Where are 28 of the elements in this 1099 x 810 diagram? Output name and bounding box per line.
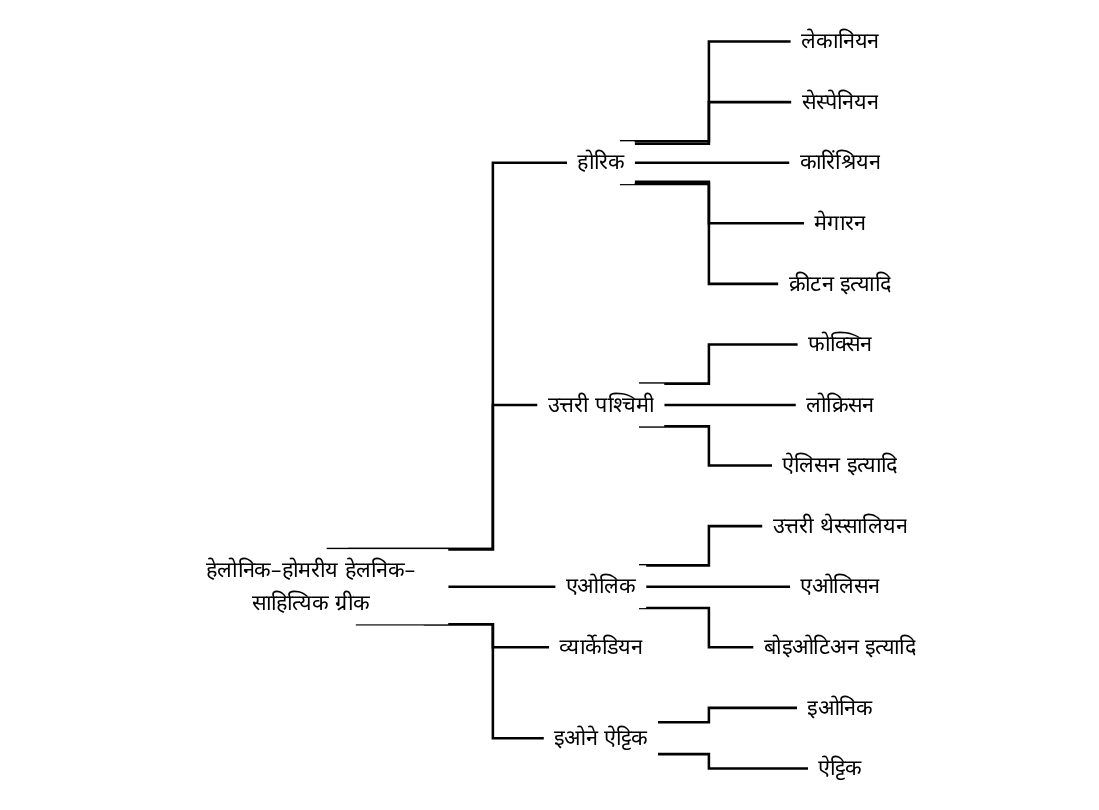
connector — [646, 585, 792, 588]
node-text: सेस्पेनियन — [801, 88, 879, 114]
connector — [634, 180, 806, 225]
node-text: व्यार्केडियन — [559, 633, 643, 660]
connector — [639, 606, 755, 649]
node-text: इओने ऐट्टिक — [554, 724, 648, 750]
connector — [639, 425, 774, 467]
node-text: ऐट्टिक — [818, 754, 862, 781]
connector — [657, 706, 799, 724]
node-text: कारिंश्रियन — [799, 149, 881, 175]
connector — [448, 585, 557, 588]
node-text: फोक्सिन — [807, 330, 872, 357]
node-text: एओलिसन — [800, 573, 880, 599]
connector — [348, 403, 539, 551]
connector — [639, 524, 764, 567]
node-text: ऐलिसन इत्यादि — [782, 451, 898, 478]
connector — [619, 182, 780, 286]
node-text: बोइओटिअन इत्यादि — [763, 633, 917, 660]
node-text: क्रीटन इत्यादि — [788, 270, 892, 296]
connector — [634, 100, 793, 146]
node-text: मेगारन — [814, 209, 866, 236]
connector — [326, 161, 569, 551]
connector — [657, 752, 810, 770]
node-text: लेकानियन — [800, 27, 879, 54]
node-text: लोक्रिसन — [806, 391, 874, 417]
connector — [634, 161, 791, 164]
node-text: इओनिक — [807, 694, 873, 720]
node-text: उत्तरी थेस्सालियन — [772, 512, 908, 538]
